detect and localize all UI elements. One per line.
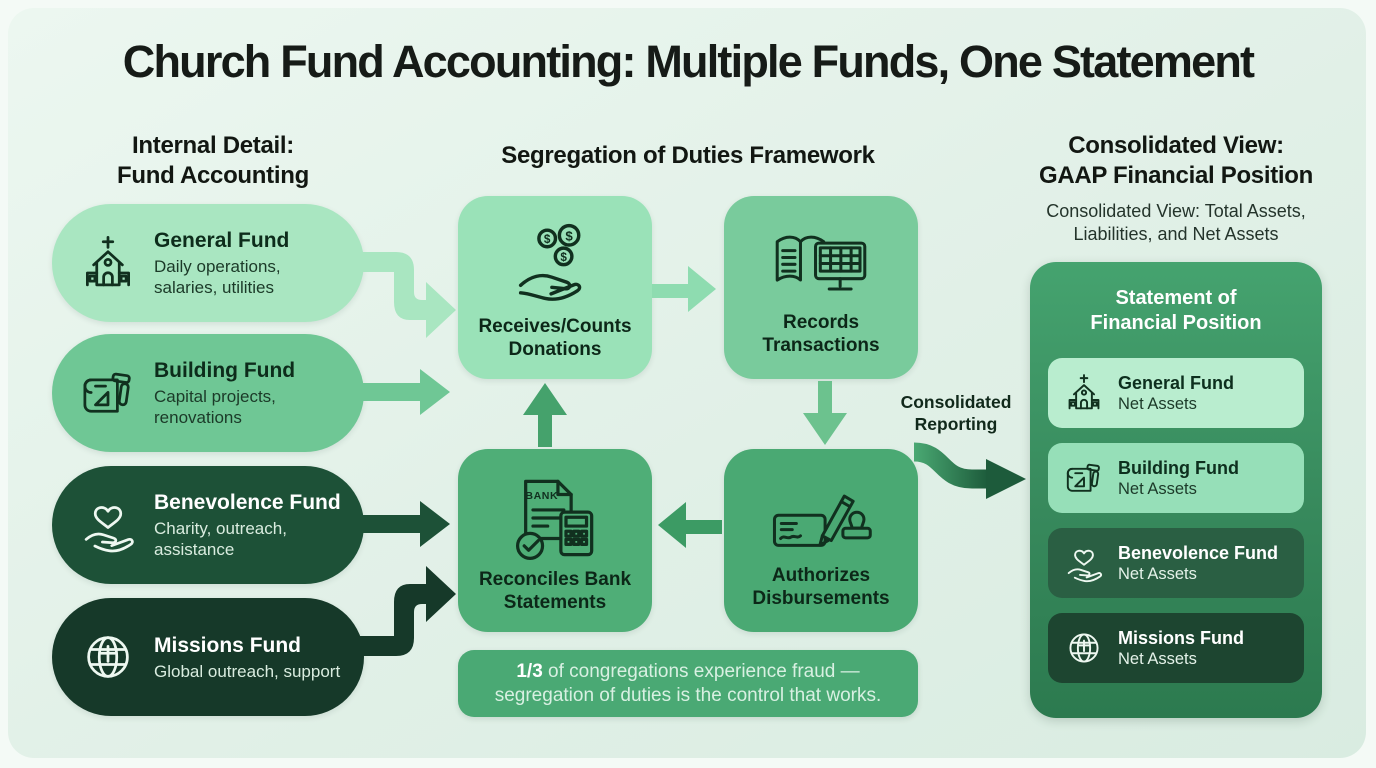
blueprint-hammer-icon — [1063, 457, 1105, 499]
svg-text:$: $ — [544, 232, 551, 245]
statement-card-building-fund: Building Fund Net Assets — [1048, 443, 1304, 513]
step-label-line2: Donations — [508, 338, 602, 360]
step-box-authorizes-disbursements: Authorizes Disbursements — [724, 449, 918, 632]
card-fund-value: Net Assets — [1118, 395, 1197, 413]
card-fund-value: Net Assets — [1118, 650, 1197, 668]
card-fund-name: Building Fund — [1118, 458, 1239, 478]
church-icon — [1063, 372, 1105, 414]
arrow-receives-to-records — [652, 266, 716, 312]
step-label-line1: Receives/Counts — [478, 315, 632, 337]
step-label-line2: Statements — [503, 591, 607, 613]
arrow-building-to-receives — [352, 369, 450, 415]
step-box-receives-counts-donations: $ $ $ Receives/Counts Donations — [458, 196, 652, 379]
step-label-line1: Reconciles Bank — [478, 568, 632, 590]
left-column-heading: Internal Detail: Fund Accounting — [52, 131, 374, 191]
right-heading-line2: GAAP Financial Position — [1038, 162, 1314, 189]
left-heading-line1: Internal Detail: — [132, 132, 294, 159]
step-label-line2: Disbursements — [752, 587, 890, 609]
fraud-stat-line1: of congregations experience fraud — — [542, 660, 860, 682]
fund-description: Daily operations, salaries, utilities — [154, 257, 281, 297]
ledger-monitor-icon — [769, 225, 873, 305]
center-column-heading: Segregation of Duties Framework — [501, 142, 875, 169]
fund-pill-building: Building Fund Capital projects, renovati… — [52, 334, 364, 452]
step-label-line1: Records — [782, 311, 860, 333]
statement-card-missions-fund: Missions Fund Net Assets — [1048, 613, 1304, 683]
pen-stamp-icon — [769, 478, 873, 558]
right-heading-line1: Consolidated View: — [1068, 132, 1284, 159]
arrow-records-to-authorizes — [803, 381, 847, 445]
card-fund-value: Net Assets — [1118, 480, 1197, 498]
blueprint-hammer-icon — [78, 363, 138, 423]
fund-description: Capital projects, renovations — [154, 387, 276, 427]
svg-text:$: $ — [560, 250, 567, 263]
fund-name: Benevolence Fund — [154, 491, 341, 514]
fund-pill-general: General Fund Daily operations, salaries,… — [52, 204, 364, 322]
consolidated-reporting-label: Consolidated Reporting — [878, 391, 1034, 435]
card-fund-value: Net Assets — [1118, 565, 1197, 583]
flow-label-line2: Reporting — [914, 414, 998, 434]
statement-panel-title: Statement of Financial Position — [1030, 286, 1322, 336]
fraud-statistic-callout: 1/3 of congregations experience fraud — … — [458, 650, 918, 717]
fund-pill-benevolence: Benevolence Fund Charity, outreach, assi… — [52, 466, 364, 584]
arrow-benevolence-to-reconciles — [352, 501, 450, 547]
arrow-missions-to-reconciles — [350, 566, 456, 656]
arrow-authorizes-to-statement — [913, 442, 1026, 499]
svg-text:BANK: BANK — [525, 489, 558, 501]
left-heading-line2: Fund Accounting — [117, 162, 309, 189]
svg-text:$: $ — [565, 228, 573, 243]
arrow-authorizes-to-reconciles — [658, 502, 722, 548]
step-label-line2: Transactions — [762, 334, 880, 356]
arrow-reconciles-to-receives — [523, 383, 567, 447]
right-subtitle-line2: Liabilities, and Net Assets — [1073, 224, 1279, 244]
flow-label-line1: Consolidated — [900, 392, 1012, 412]
fraud-stat-line2: segregation of duties is the control tha… — [494, 684, 882, 706]
fund-name: Building Fund — [154, 359, 296, 382]
card-fund-name: Benevolence Fund — [1118, 543, 1279, 563]
arrow-general-to-receives — [350, 252, 456, 338]
fund-description: Charity, outreach, assistance — [154, 519, 287, 559]
panel-title-line2: Financial Position — [1090, 312, 1262, 334]
globe-cross-icon — [1063, 627, 1105, 669]
fund-description: Global outreach, support — [154, 661, 341, 681]
hand-coins-icon: $ $ $ — [505, 221, 605, 309]
fraud-stat-value: 1/3 — [516, 660, 543, 682]
heart-in-hand-icon — [78, 495, 138, 555]
statement-card-benevolence-fund: Benevolence Fund Net Assets — [1048, 528, 1304, 598]
church-icon — [78, 233, 138, 293]
fund-name: Missions Fund — [154, 633, 301, 657]
fund-name: General Fund — [154, 229, 290, 252]
heart-in-hand-icon — [1063, 542, 1105, 584]
right-column-heading: Consolidated View: GAAP Financial Positi… — [1008, 131, 1344, 191]
bank-statement-calculator-icon: BANK — [507, 474, 603, 562]
right-subtitle-line1: Consolidated View: Total Assets, — [1046, 201, 1306, 221]
statement-card-general-fund: General Fund Net Assets — [1048, 358, 1304, 428]
card-fund-name: Missions Fund — [1118, 628, 1244, 648]
panel-title-line1: Statement of — [1115, 287, 1237, 309]
card-fund-name: General Fund — [1118, 373, 1235, 393]
step-label-line1: Authorizes — [771, 564, 871, 586]
fund-pill-missions: Missions Fund Global outreach, support — [52, 598, 364, 716]
globe-cross-icon — [78, 627, 138, 687]
right-column-subtitle: Consolidated View: Total Assets, Liabili… — [1008, 200, 1344, 246]
step-box-records-transactions: Records Transactions — [724, 196, 918, 379]
step-box-reconciles-bank-statements: BANK Reconciles Bank Statements — [458, 449, 652, 632]
page-title: Church Fund Accounting: Multiple Funds, … — [122, 36, 1255, 87]
